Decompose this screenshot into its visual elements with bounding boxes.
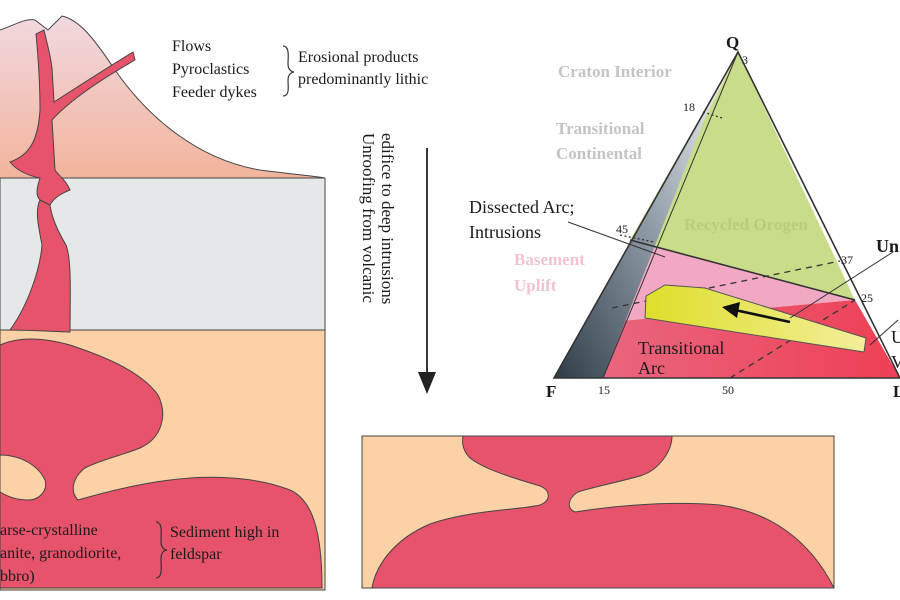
volcano-cross-section (0, 15, 326, 591)
label-dissected-arc-1: Dissected Arc; (469, 197, 574, 217)
deep-magma-body (371, 435, 835, 589)
unroofing-trend-band (644, 284, 867, 353)
label-feeder-dykes: Feeder dykes (172, 84, 257, 101)
deep-intrusion-section (361, 435, 835, 589)
unroofing-arrow (418, 148, 436, 394)
label-recycled-orogen: Recycled Orogen (684, 215, 808, 234)
label-basement-uplift-2: Uplift (514, 276, 557, 295)
label-erosional-line2: predominantly lithic (298, 71, 428, 88)
tick-37: 37 (841, 253, 853, 267)
apex-q: Q (726, 33, 739, 52)
field-boundary-45-25 (629, 239, 856, 301)
tick-50: 50 (722, 383, 734, 397)
label-craton-interior: Craton Interior (558, 62, 672, 81)
label-rock-line1: arse-crystalline (0, 522, 98, 539)
leader-undissected-arc-2 (869, 319, 899, 346)
magma-pluton (0, 338, 323, 589)
brace-plutonic (155, 521, 168, 579)
label-unroofing-line2: edifice to deep intrusions (378, 133, 397, 304)
apex-l: L (893, 382, 900, 401)
label-transitional-continental-2: Continental (556, 144, 642, 163)
apex-f: F (546, 382, 556, 401)
tick-25: 25 (861, 291, 873, 305)
label-rock-line3: bbro) (0, 568, 35, 585)
leader-dissected-arc (567, 221, 666, 258)
label-basement-uplift-1: Basement (514, 250, 585, 269)
label-erosional-line1: Erosional products (298, 49, 418, 66)
tick-3: 3 (742, 53, 748, 67)
label-undissected-arc-cut: Un (876, 236, 899, 256)
volcanic-edifice (0, 16, 325, 178)
label-unroofing-line1: Unroofing from volcanic (359, 133, 378, 303)
label-transitional-arc-2: Arc (638, 358, 665, 378)
label-transitional-continental-1: Transitional (556, 119, 645, 138)
tick-45: 45 (616, 222, 628, 236)
magma-left-lobe (0, 454, 47, 501)
magma-body (0, 199, 71, 333)
tick-15: 15 (598, 383, 610, 397)
label-rock-line2: anite, granodiorite, (0, 545, 121, 562)
label-undissected-arc2-line1: U (891, 327, 900, 347)
tick-18: 18 (683, 100, 695, 114)
qfl-ternary-diagram (552, 50, 900, 379)
label-undissected-arc2-line2: V (891, 352, 900, 372)
feeder-conduit (9, 29, 136, 206)
brace-volcanic (282, 45, 295, 97)
band-edge (602, 51, 739, 379)
label-sediment-line1: Sediment high in (170, 524, 279, 541)
label-sediment-line2: feldspar (170, 546, 222, 563)
leader-undissected-arc (789, 251, 894, 319)
label-transitional-arc-1: Transitional (638, 338, 724, 358)
label-pyroclastics: Pyroclastics (172, 61, 249, 78)
field-recycled-orogen (630, 52, 855, 300)
trend-arrow-head (722, 302, 740, 318)
dashed-line-50 (729, 299, 856, 379)
label-flows: Flows (172, 38, 211, 55)
label-dissected-arc-2: Intrusions (469, 222, 541, 242)
